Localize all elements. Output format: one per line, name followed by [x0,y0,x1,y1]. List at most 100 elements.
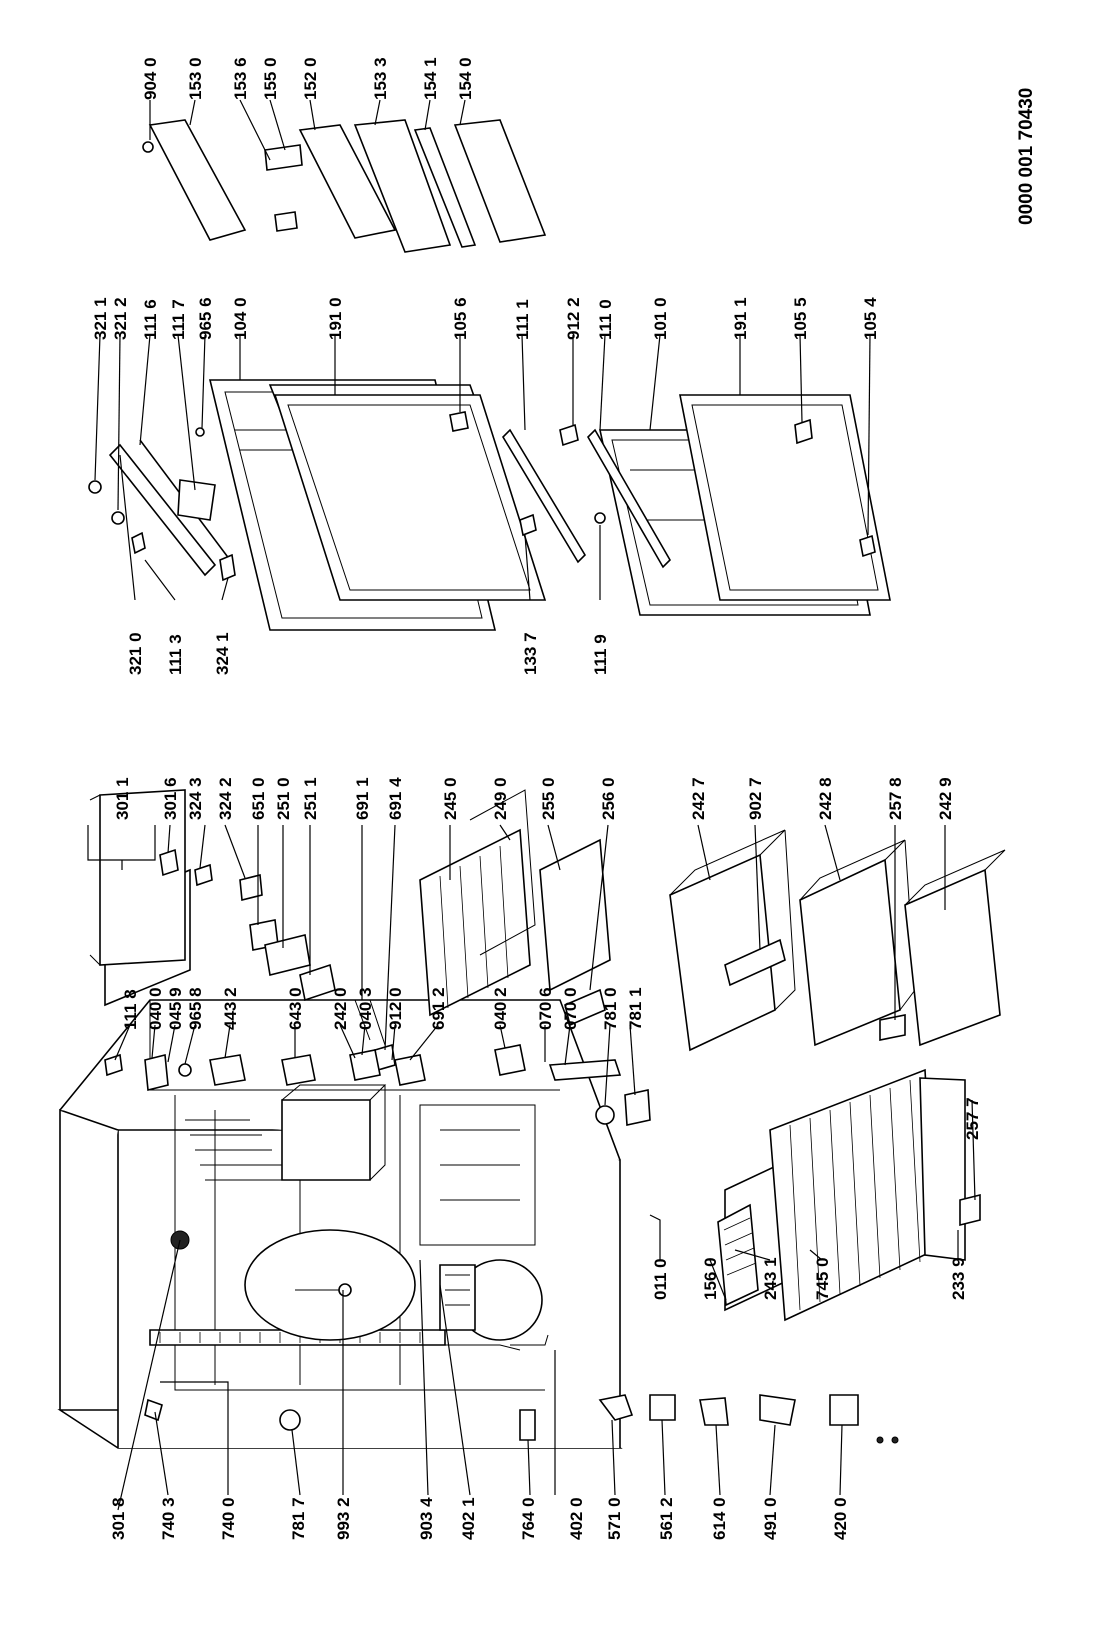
callout-9034: 903 4 [417,1497,436,1540]
callout-7640: 764 0 [519,1497,538,1540]
callout-0459: 045 9 [166,987,185,1030]
callout-1530: 153 0 [186,57,205,100]
callout-3212: 321 2 [111,297,130,340]
callout-0402: 040 2 [491,987,510,1030]
callout-1055: 105 5 [791,297,810,340]
handle-strips [501,423,671,569]
callout-1117: 111 7 [169,299,188,340]
callout-7450: 745 0 [813,1257,832,1300]
callout-4021: 402 1 [459,1497,478,1540]
callout-2429: 242 9 [936,777,955,820]
callout-2420: 242 0 [331,987,350,1030]
callout-1054: 105 4 [861,297,880,340]
callout-6912: 691 2 [429,987,448,1030]
callout-7400: 740 0 [219,1497,238,1540]
callout-4200: 420 0 [831,1497,850,1540]
callout-1541: 154 1 [421,57,440,100]
callout-0110: 011 0 [651,1258,670,1300]
callout-9040: 904 0 [141,57,160,100]
callout-5710: 571 0 [605,1497,624,1540]
callout-9120: 912 0 [386,987,405,1030]
callout-3211: 321 1 [91,297,110,340]
callout-9658: 965 8 [186,987,205,1030]
compressor [244,1229,549,1346]
callout-1040: 104 0 [231,297,250,340]
callout-1119: 111 9 [591,634,610,675]
document-number: 0000 001 70430 [1016,88,1037,225]
hinge-bits-top [88,411,876,582]
callout-2490: 249 0 [491,777,510,820]
bottom-grille [919,1077,981,1261]
lamp-parts [249,919,396,1072]
callout-3243: 324 3 [186,777,205,820]
callout-1533: 153 3 [371,57,390,100]
callout-0400: 040 0 [146,987,165,1030]
callout-2560: 256 0 [599,777,618,820]
callout-2427: 242 7 [689,777,708,820]
callout-1116: 111 6 [141,299,160,340]
callout-1111: 111 1 [513,299,532,340]
callout-1520: 152 0 [301,57,320,100]
callout-3210: 321 0 [126,632,145,675]
callout-2450: 245 0 [441,777,460,820]
hinge-parts [104,1044,651,1126]
callout-0403: 040 3 [356,987,375,1030]
callout-2431: 243 1 [761,1257,780,1300]
callout-2339: 233 9 [949,1257,968,1300]
callout-9932: 993 2 [334,1497,353,1540]
freezer-grids [717,1068,936,1322]
callout-3011: 301 1 [113,777,132,820]
callout-1560: 156 0 [701,1257,720,1300]
callout-1010: 101 0 [651,297,670,340]
callout-7403: 740 3 [159,1497,178,1540]
callout-2550: 255 0 [539,777,558,820]
callout-7810: 781 0 [601,987,620,1030]
callout-1540: 154 0 [456,57,475,100]
callout-7811: 781 1 [626,987,645,1030]
callout-3016: 301 6 [161,777,180,820]
leader-lines [87,99,976,1511]
door-handle-upper [108,439,231,577]
callout-3242: 324 2 [216,777,235,820]
thermostat-sensor [295,1283,352,1297]
callout-9656: 965 6 [196,297,215,340]
fridge-drawers [669,829,1006,1052]
callout-1911: 191 1 [731,297,750,340]
callout-6140: 614 0 [710,1497,729,1540]
callout-0706: 070 6 [536,987,555,1030]
door-gasket-upper [273,394,547,601]
callout-6510: 651 0 [249,777,268,820]
callout-9122: 912 2 [564,297,583,340]
callout-9027: 902 7 [746,777,765,820]
callout-1337: 133 7 [521,632,540,675]
callout-1118: 111 8 [121,989,140,1030]
callout-3018: 301 8 [109,1497,128,1540]
callout-7817: 781 7 [289,1497,308,1540]
door-shelves [142,119,547,253]
callout-3241: 324 1 [213,632,232,675]
top-hinge-cover [89,789,263,966]
callout-labels: 301 8 740 3 740 0 781 7 993 2 903 4 402 … [91,57,982,1540]
callout-6430: 643 0 [286,987,305,1030]
callout-1056: 105 6 [451,297,470,340]
callout-1536: 153 6 [231,57,250,100]
callout-2428: 242 8 [816,777,835,820]
callout-6911: 691 1 [353,777,372,820]
door-gasket-lower [679,394,891,601]
callout-1113: 111 3 [166,634,185,675]
callout-2510: 251 0 [274,777,293,820]
callout-6914: 691 4 [386,777,405,820]
callout-4020: 402 0 [567,1497,586,1540]
callout-2578: 257 8 [886,777,905,820]
callout-1550: 155 0 [261,57,280,100]
callout-4910: 491 0 [761,1497,780,1540]
callout-1110: 111 0 [596,299,615,340]
callout-0700: 070 0 [561,987,580,1030]
callout-2511: 251 1 [301,777,320,820]
callout-2577: 257 7 [963,1097,982,1140]
callout-5612: 561 2 [657,1497,676,1540]
callout-4432: 443 2 [221,987,240,1030]
misc-small-parts [144,1230,899,1444]
callout-1910: 191 0 [326,297,345,340]
